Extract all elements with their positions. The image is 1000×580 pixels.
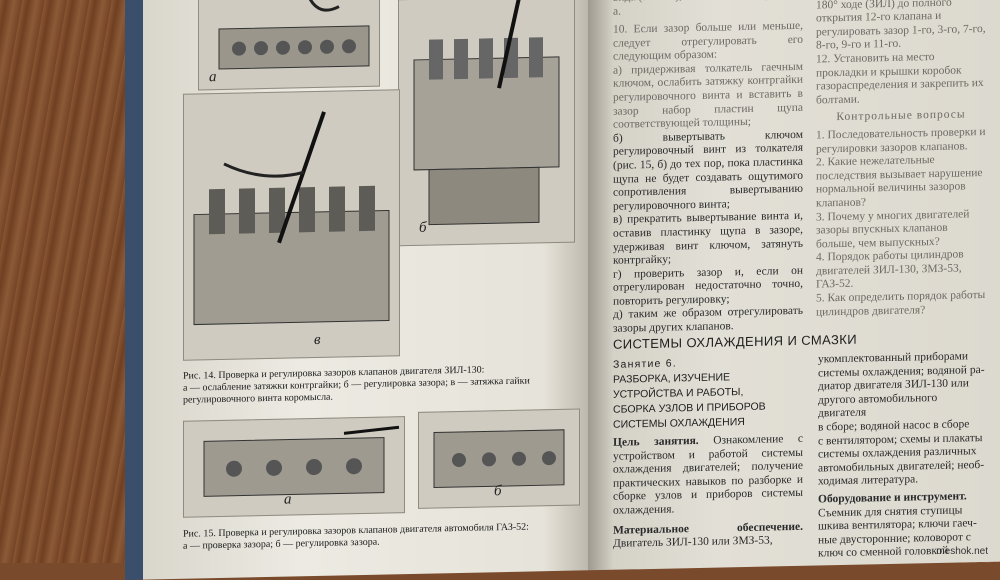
engine-block-illustration bbox=[193, 111, 390, 326]
figure-15-caption: Рис. 15. Проверка и регулировка зазоров … bbox=[183, 520, 603, 553]
control-questions-heading: Контрольные вопросы bbox=[836, 108, 966, 124]
right-page: вида (табл. 1), как показано на рис. 15,… bbox=[588, 0, 1000, 571]
figure-14b: б bbox=[398, 0, 575, 247]
figure-15a: а bbox=[183, 416, 405, 518]
procedure-step: в) прекратить вывертывание винта и, оста… bbox=[613, 210, 803, 267]
valve-adjust-illustration bbox=[413, 0, 560, 226]
procedure-column: 10. Если зазор больше или меньше, следуе… bbox=[613, 20, 803, 337]
figure-15b: б bbox=[418, 408, 580, 509]
question-item: 1. Последовательность проверки и регулир… bbox=[816, 125, 986, 156]
right-column: вращения коленчатого вала на 180° ходе (… bbox=[816, 0, 986, 320]
gaz52-check-illustration bbox=[203, 425, 400, 497]
question-item: 2. Какие нежелательные последствия вызыв… bbox=[816, 154, 983, 210]
figure-label: а bbox=[284, 491, 292, 508]
goal-lead: Цель занятия. bbox=[613, 434, 699, 449]
equipment-lead: Оборудование и инструмент. bbox=[818, 490, 967, 506]
left-page: а б в Рис. 14. Проверка и регулировка з bbox=[143, 0, 588, 580]
figure-14c: в bbox=[183, 89, 400, 361]
step-text: вращения коленчатого вала на 180° ходе (… bbox=[816, 0, 986, 52]
step-text: 12. Установить на место прокладки и крыш… bbox=[816, 51, 984, 107]
open-book: а б в Рис. 14. Проверка и регулировка з bbox=[125, 0, 1000, 580]
material-lead: Материальное обеспечение. bbox=[613, 520, 803, 537]
lesson-heading: Занятие 6. РАЗБОРКА, ИЗУЧЕНИЕ УСТРОЙСТВА… bbox=[613, 354, 793, 433]
bottom-right-column: укомплектованный приборами системы охлаж… bbox=[818, 350, 985, 560]
gaz52-adjust-illustration bbox=[433, 429, 565, 489]
question-item: 5. Как определить порядок работы цилиндр… bbox=[816, 289, 986, 319]
engine-head-illustration bbox=[218, 0, 370, 70]
figure-14-caption: Рис. 14. Проверка и регулировка зазоров … bbox=[183, 362, 603, 407]
procedure-step: д) таким же образом отрегулировать зазор… bbox=[613, 305, 803, 335]
top-faded-text: вида (табл. 1), как показано на рис. 15,… bbox=[613, 0, 802, 18]
figure-label: б bbox=[494, 483, 502, 500]
figure-label: а bbox=[209, 69, 217, 86]
lesson-title-line: СИСТЕМЫ ОХЛАЖДЕНИЯ bbox=[613, 416, 745, 431]
question-item: 3. Почему у многих двигателей зазоры впу… bbox=[816, 207, 970, 251]
figure-label: б bbox=[419, 219, 427, 236]
question-item: 4. Порядок работы цилиндров двигателей З… bbox=[816, 248, 964, 291]
goal-paragraph: Цель занятия. Ознакомление с устройством… bbox=[613, 433, 803, 552]
material-text: Двигатель ЗИЛ-130 или ЗМЗ-53, bbox=[613, 534, 773, 550]
figure-14a: а bbox=[198, 0, 380, 91]
watermark: meshok.net bbox=[936, 546, 988, 557]
procedure-step: г) проверить зазор и, если он отрегулиро… bbox=[613, 264, 803, 308]
procedure-step: б) вывертывать ключом регулировочный вин… bbox=[613, 128, 803, 213]
figure-label: в bbox=[314, 331, 321, 349]
procedure-step: 10. Если зазор больше или меньше, следуе… bbox=[613, 19, 803, 63]
procedure-step: а) придерживая толкатель гаечным ключом,… bbox=[613, 60, 803, 131]
